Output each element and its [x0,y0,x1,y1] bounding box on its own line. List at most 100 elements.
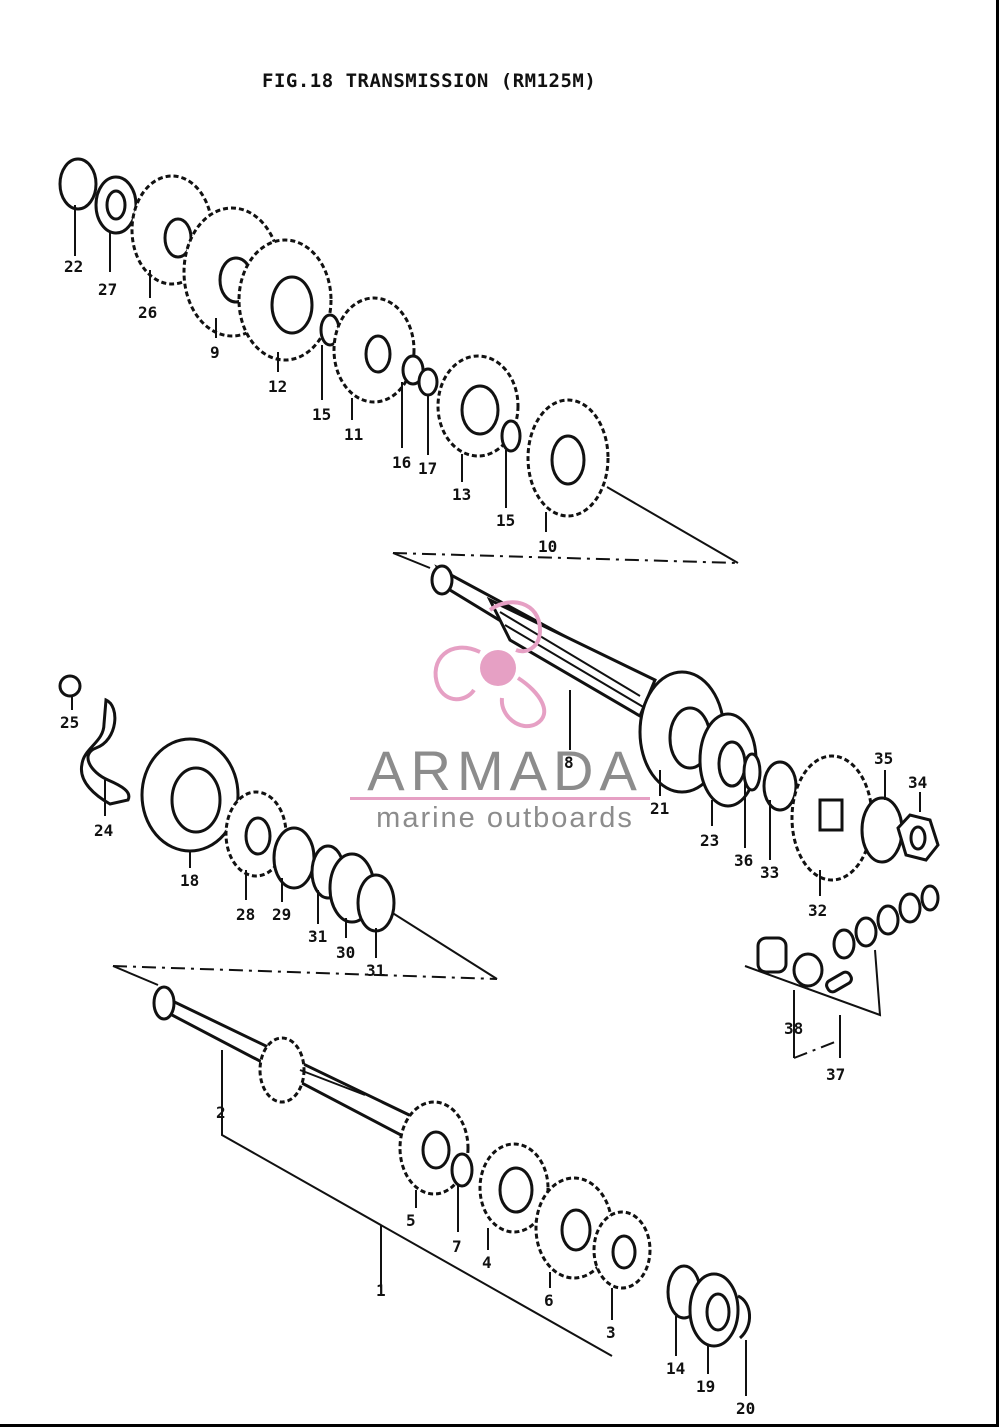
gear-12 [237,238,333,362]
countershaft-gear-stack [58,157,610,518]
callout-34: 34 [908,773,927,792]
callout-21: 21 [650,799,669,818]
spline-line [499,611,641,697]
callout-14: 14 [666,1359,685,1378]
gear-13 [436,354,520,458]
callout-3: 3 [606,1323,616,1342]
watermark-rule [350,797,650,800]
spline-line [299,1069,366,1096]
driveshaft-guide-line [112,965,498,980]
callout-17: 17 [418,459,437,478]
callout-18: 18 [180,871,199,890]
bearing-19-bore [705,1292,731,1332]
callout-23: 23 [700,831,719,850]
master-link-clip [825,970,853,994]
gear-11 [332,296,416,404]
gear-3 [592,1210,652,1290]
screw-25 [58,674,82,698]
watermark-tagline: marine outboards [376,802,634,834]
callout-2: 2 [216,1103,226,1122]
guide-line [379,904,498,980]
callout-1: 1 [376,1281,386,1300]
bush-22 [58,157,98,211]
callout-31: 31 [308,927,327,946]
callout-35: 35 [874,749,893,768]
callout-31-outer: 31 [366,961,385,980]
callout-13: 13 [452,485,471,504]
spline-line [504,624,646,709]
callout-33: 33 [760,863,779,882]
gear-12-hub [270,275,314,335]
callout-16: 16 [392,453,411,472]
nut-34 [896,813,940,862]
countershaft-end [430,564,454,596]
bracket-37-dash [793,1039,841,1059]
callout-28: 28 [236,905,255,924]
callout-4: 4 [482,1253,492,1272]
driveshaft-2 [152,985,433,1148]
callout-leaders [71,205,921,1396]
washer-27-bore [105,189,127,221]
callout-19: 19 [696,1377,715,1396]
driveshaft-integral-gear [258,1036,306,1104]
guide-line [606,486,739,564]
driveshaft-end [152,985,176,1021]
nut-34-bore [909,825,927,851]
callout-5: 5 [406,1211,416,1230]
watermark-name: ARMADA [367,739,643,802]
gear-4 [478,1142,550,1234]
bracket-1 [221,1050,613,1357]
sprocket-32-splines [818,798,844,832]
countershaft-8 [430,564,658,719]
propeller-logo-icon [433,600,547,728]
drive-chain-37 [832,884,940,960]
callout-32: 32 [808,901,827,920]
o-ring-36 [742,752,762,792]
left-middle-parts [58,674,396,933]
callout-15-upper: 15 [312,405,331,424]
callout-27: 27 [98,280,117,299]
washer-15-lower [500,419,522,453]
gear-3-bore [611,1234,637,1270]
callout-8: 8 [564,753,574,772]
callout-26: 26 [138,303,157,322]
bearing-18-bore [170,766,222,834]
gear-11-bore [364,334,392,374]
callout-9: 9 [210,343,220,362]
washer-27 [94,175,138,235]
guide-line [392,552,431,569]
washer-35 [860,796,904,864]
spacer-33 [762,760,798,812]
callout-36: 36 [734,851,753,870]
bearing-18 [140,737,240,853]
needle-bearing-29 [272,826,316,890]
driveshaft-gear-stack [398,1100,751,1348]
callout-24: 24 [94,821,113,840]
circlip-31-outer [356,873,396,933]
gear-6-bore [560,1208,592,1252]
guide-line [112,965,159,986]
chain-link [854,916,878,948]
callout-15-lower: 15 [496,511,515,530]
gear-4-hub [498,1166,534,1214]
callout-25: 25 [60,713,79,732]
chain-link [876,904,900,936]
gear-10 [526,398,610,518]
guide-lines [112,486,882,1357]
armada-watermark: ARMADA marine outboards [340,590,670,840]
circlip-20 [737,1294,751,1340]
callout-38: 38 [784,1019,803,1038]
circlip-17 [417,367,439,397]
gear-28-bore [244,816,272,856]
callout-11: 11 [344,425,363,444]
master-link-side-plate [792,952,824,988]
stopper-24 [79,697,131,806]
callout-20: 20 [736,1399,755,1418]
callout-6: 6 [544,1291,554,1310]
callout-12: 12 [268,377,287,396]
gear-10-bore [550,434,586,486]
bracket-37 [744,949,882,1017]
chain-link [920,884,940,912]
